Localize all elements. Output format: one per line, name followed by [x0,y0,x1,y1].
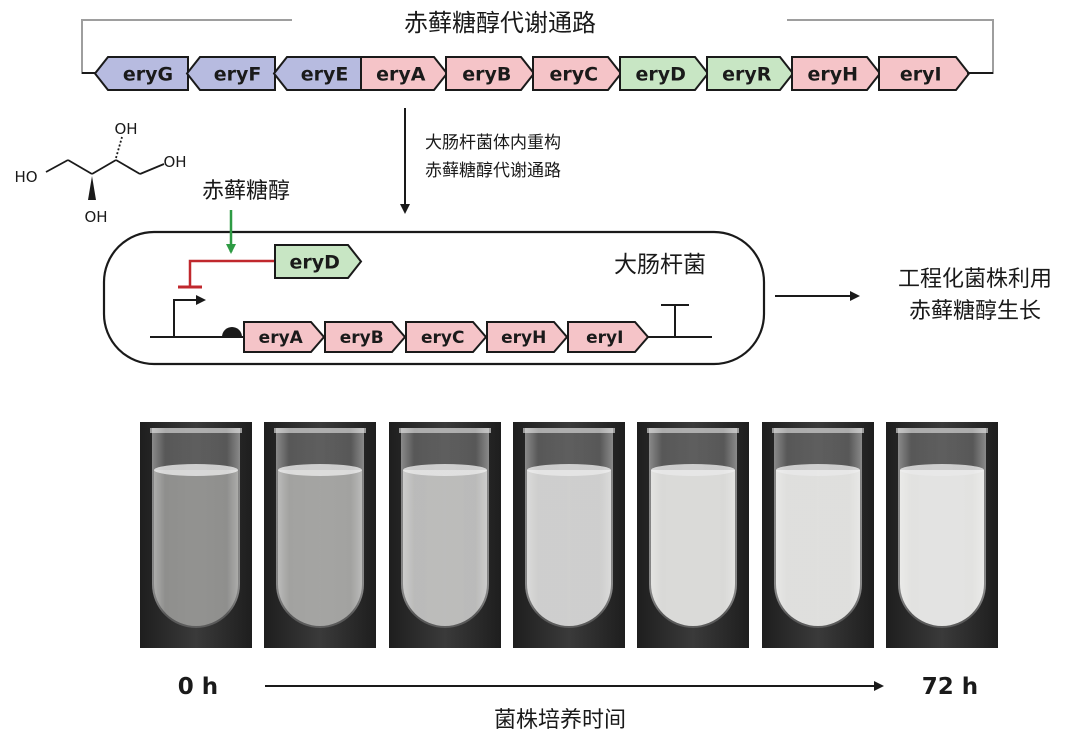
native-gene-eryF-label: eryF [214,63,262,85]
culture-tube [886,422,998,648]
terminator-icon [661,304,689,337]
operon-title: 赤藓糖醇代谢通路 [404,9,596,37]
operon-gene-eryC: eryC [405,321,488,353]
operon-gene-eryA-label: eryA [259,328,304,348]
native-gene-eryC: eryC [532,56,623,91]
molecule-oh-top: OH [114,120,137,138]
culture-tube [762,422,874,648]
operon-gene-eryH-label: eryH [501,328,546,348]
molecule-name: 赤藓糖醇 [202,179,290,204]
ecoli-cell-outline [102,230,766,366]
culture-tube [513,422,625,648]
operon-gene-eryI: eryI [567,321,650,353]
native-gene-eryA-label: eryA [376,63,426,85]
timeline-end: 72 h [922,674,978,700]
native-gene-eryR: eryR [706,56,795,91]
engineered-operon: eryA eryB eryC eryH eryI [243,321,650,353]
operon-gene-eryB: eryB [324,321,407,353]
native-gene-eryH: eryH [791,56,882,91]
culture-tube [389,422,501,648]
native-gene-eryB-label: eryB [462,63,511,85]
native-gene-eryE: eryE [272,56,363,91]
operon-gene-eryI-label: eryI [586,328,623,348]
erythritol-structure [45,136,165,200]
operon-gene-eryB-label: eryB [340,328,384,348]
culture-tube-photos [140,422,998,648]
molecule-oh-bottom: OH [84,208,107,226]
native-gene-eryI: eryI [878,56,971,91]
native-gene-eryG: eryG [93,56,189,91]
native-gene-eryB: eryB [445,56,536,91]
outcome-line2: 赤藓糖醇生长 [909,299,1041,324]
molecule-oh-right: OH [163,153,186,171]
timeline-start: 0 h [178,674,218,700]
molecule-oh-left: HO [14,168,37,186]
outcome-line1: 工程化菌株利用 [898,267,1052,292]
native-gene-eryF: eryF [185,56,276,91]
culture-tube [140,422,252,648]
native-gene-eryR-label: eryR [722,63,772,85]
ecoli-label: 大肠杆菌 [614,252,706,278]
native-gene-eryD: eryD [619,56,710,91]
timeline-caption: 菌株培养时间 [494,708,626,733]
reconstruction-line2: 赤藓糖醇代谢通路 [425,161,561,181]
native-gene-eryG-label: eryG [123,63,173,85]
native-gene-eryE-label: eryE [301,63,349,85]
repression-line [188,259,275,287]
native-gene-eryA: eryA [360,56,449,91]
regulator-eryD-arrow-label: eryD [290,251,340,273]
regulator-eryD-arrow: eryD [274,244,363,279]
culture-tube [637,422,749,648]
operon-gene-eryA: eryA [243,321,326,353]
culture-tube [264,422,376,648]
native-gene-eryI-label: eryI [900,63,942,85]
reconstruction-line1: 大肠杆菌体内重构 [425,133,561,153]
promoter-arrow [173,295,206,337]
native-gene-eryH-label: eryH [807,63,858,85]
operon-gene-eryH: eryH [486,321,569,353]
operon-gene-eryC-label: eryC [421,328,464,348]
rbs-icon [222,327,242,337]
native-gene-cluster: eryG eryF eryE eryA eryB eryC eryD eryR eryH eryI [82,56,993,91]
native-gene-eryC-label: eryC [549,63,598,85]
native-gene-eryD-label: eryD [636,63,686,85]
regulator-gene-eryD: eryD [274,244,363,279]
